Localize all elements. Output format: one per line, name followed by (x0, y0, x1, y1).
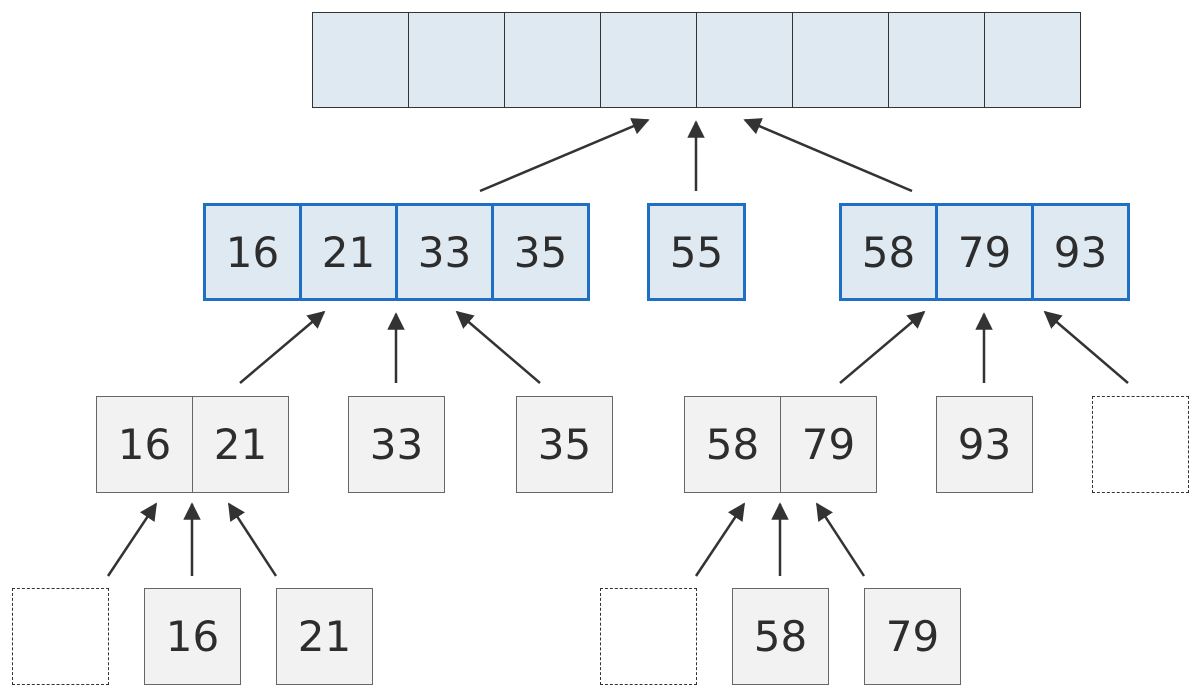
arrow-l2-pair-right-to-merged (839, 310, 926, 384)
merged-right-cell-2: 79 (935, 203, 1034, 301)
result-cell-6 (792, 12, 889, 108)
level2-right-single-1: 93 (936, 396, 1033, 493)
result-cell-5 (696, 12, 793, 108)
level3-right-single-1: 58 (732, 588, 829, 685)
merged-left-cell-4: 35 (491, 203, 590, 301)
merged-left-cell-1: 16 (203, 203, 302, 301)
level2-right-cell-2: 79 (780, 396, 877, 493)
merged-left-cell-2: 21 (299, 203, 398, 301)
result-cell-4 (600, 12, 697, 108)
result-cell-7 (888, 12, 985, 108)
arrow-l3-left-21-to-pair (227, 502, 278, 577)
result-cell-8 (984, 12, 1081, 108)
arrow-l2-empty-to-merged (1043, 310, 1129, 384)
arrow-l3-right-empty-to-pair (694, 502, 746, 577)
level2-left-single-2: 35 (516, 396, 613, 493)
merged-left-cell-3: 33 (395, 203, 494, 301)
level3-left-empty (12, 588, 109, 685)
level2-right-cell-1: 58 (684, 396, 781, 493)
level3-right-single-2: 79 (864, 588, 961, 685)
result-cell-2 (408, 12, 505, 108)
result-cell-1 (312, 12, 409, 108)
arrow-l2-pair-left-to-merged (239, 310, 326, 384)
merged-right-cell-3: 93 (1031, 203, 1130, 301)
arrow-l2-single-35-to-merged (455, 310, 541, 384)
arrow-l3-right-79-to-pair (815, 502, 866, 577)
arrow-merged-right-to-result (743, 118, 913, 193)
level3-right-empty (600, 588, 697, 685)
level3-left-single-2: 21 (276, 588, 373, 685)
level2-left-single-1: 33 (348, 396, 445, 493)
arrow-l3-left-empty-to-pair (106, 502, 158, 577)
arrow-merged-left-to-result (479, 118, 650, 193)
level2-right-empty (1092, 396, 1189, 493)
result-cell-3 (504, 12, 601, 108)
merged-right-cell-1: 58 (839, 203, 938, 301)
level3-left-single-1: 16 (144, 588, 241, 685)
merged-middle-cell-1: 55 (647, 203, 746, 301)
level2-left-cell-2: 21 (192, 396, 289, 493)
level2-left-cell-1: 16 (96, 396, 193, 493)
